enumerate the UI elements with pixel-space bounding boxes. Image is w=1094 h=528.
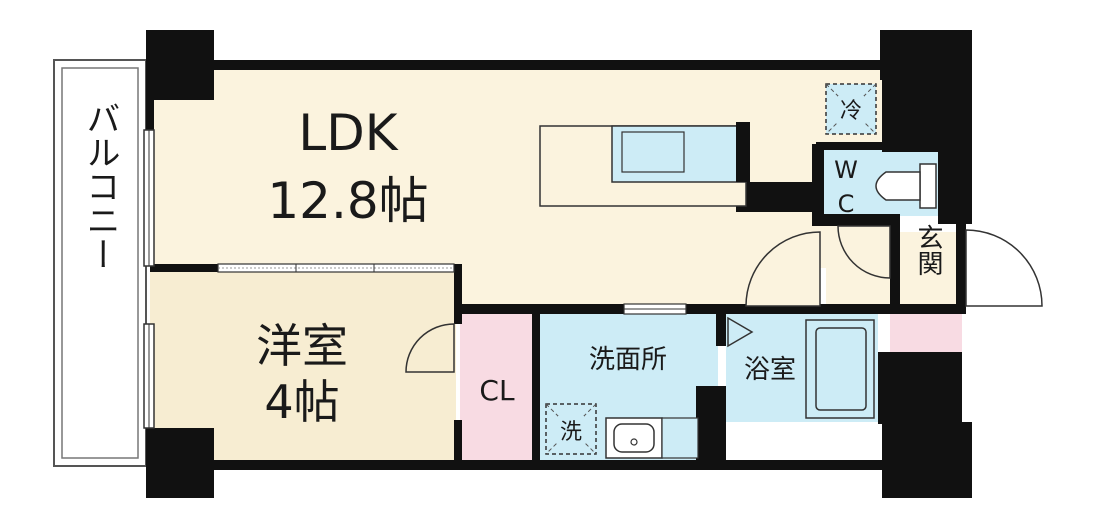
balcony-label: バルコニー [80, 101, 120, 271]
entrance-step [890, 312, 962, 354]
door-swing-icon [405, 225, 1043, 373]
closet-label: CL [479, 374, 515, 407]
balcony [53, 59, 147, 467]
sliding-door-western [217, 263, 455, 273]
closet-floor [460, 312, 534, 464]
wc-label-w: W [834, 156, 858, 184]
bathroom-label: 浴室 [744, 355, 796, 385]
balcony-window-upper [143, 129, 155, 267]
fridge-space [825, 83, 877, 135]
bathtub-icon [805, 319, 875, 419]
balcony-window-lower [143, 323, 155, 429]
ldk-size: 12.8帖 [267, 172, 428, 230]
western-room-name: 洋室 [256, 319, 348, 373]
washer-space [545, 403, 597, 455]
washroom-label: 洗面所 [589, 345, 667, 375]
western-room-size: 4帖 [264, 375, 339, 429]
kitchen-counter [539, 122, 750, 207]
washer-label: 洗 [560, 420, 582, 445]
entrance-floor [896, 232, 962, 312]
wash-basin-icon [605, 417, 699, 459]
ldk-name: LDK [298, 104, 398, 162]
wc-label-c: C [838, 190, 855, 218]
toilet-icon [875, 163, 937, 209]
fridge-label: 冷 [840, 99, 862, 124]
sliding-door-washroom [623, 303, 687, 315]
entrance-label: 玄関 [913, 224, 943, 276]
